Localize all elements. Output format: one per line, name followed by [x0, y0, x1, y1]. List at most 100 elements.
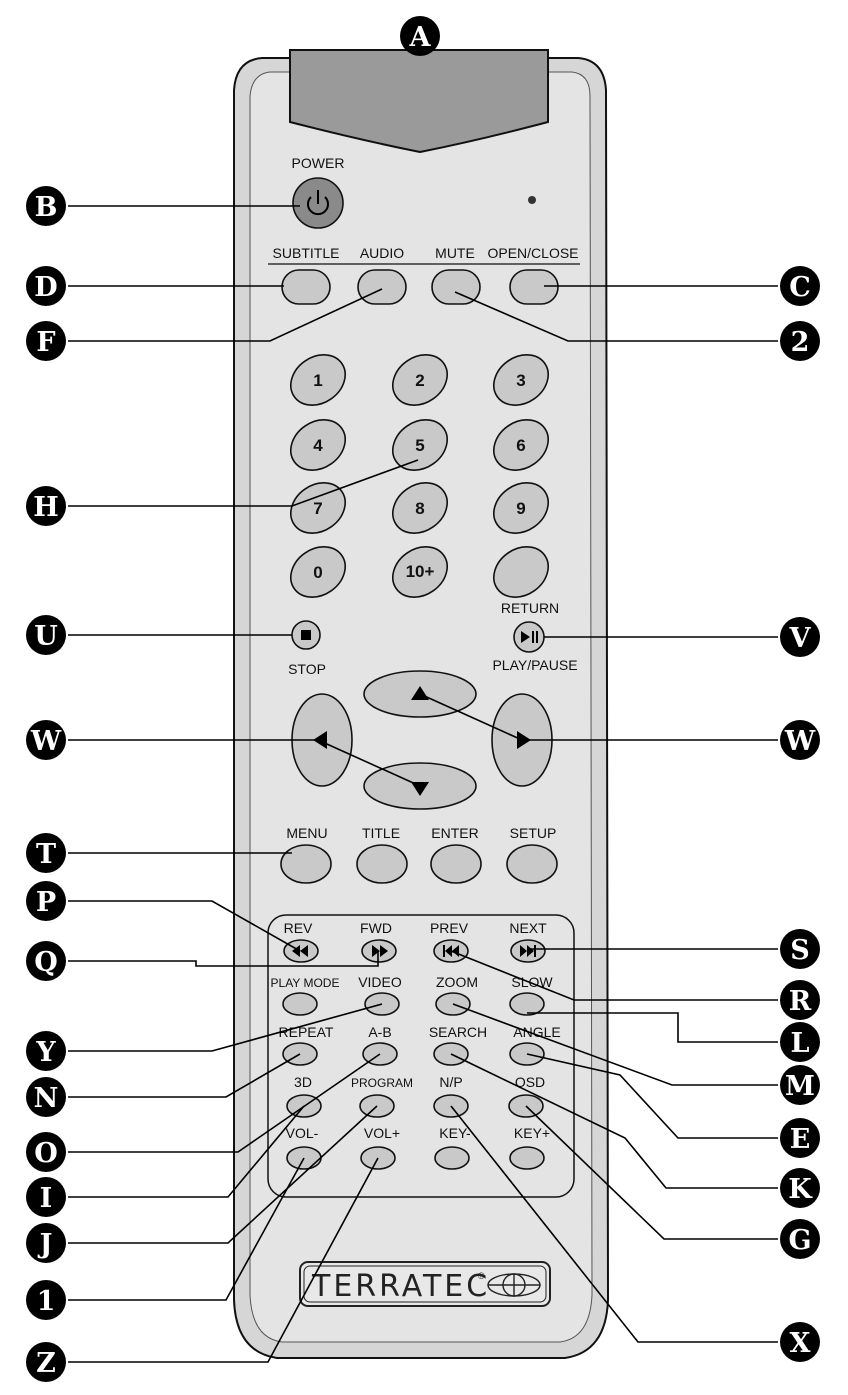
callout-d: D [26, 266, 66, 306]
audio-label: AUDIO [360, 245, 404, 261]
number-10plus-button[interactable] [383, 537, 457, 608]
callout-1: 1 [26, 1280, 66, 1320]
svg-text:O: O [34, 1138, 58, 1169]
svg-text:U: U [34, 621, 58, 652]
play-mode-label: PLAY MODE [271, 976, 340, 990]
rev-label: REV [284, 920, 313, 936]
left-arrow-icon [313, 731, 327, 749]
prev-label: PREV [430, 920, 469, 936]
setup-label: SETUP [510, 825, 557, 841]
play-mode-button[interactable] [282, 992, 318, 1016]
callout-u: U [26, 615, 66, 655]
number-10plus-label: 10+ [406, 562, 435, 581]
callout-p: P [26, 881, 66, 921]
number-1-label: 1 [313, 371, 322, 390]
svg-text:A: A [409, 22, 432, 53]
return-button[interactable] [484, 537, 558, 608]
svg-text:J: J [38, 1229, 53, 1260]
key-plus-button[interactable] [509, 1146, 545, 1170]
open-close-button[interactable] [509, 269, 559, 305]
callout-b: B [26, 186, 66, 226]
number-3-button[interactable] [484, 345, 558, 416]
key-minus-label: KEY- [439, 1125, 471, 1141]
callout-h: H [26, 486, 66, 526]
key-plus-label: KEY+ [514, 1125, 550, 1141]
video-label: VIDEO [358, 974, 402, 990]
search-label: SEARCH [429, 1024, 487, 1040]
slow-button[interactable] [509, 992, 545, 1016]
callout-j: J [26, 1223, 66, 1263]
subtitle-label: SUBTITLE [273, 245, 340, 261]
number-3-label: 3 [516, 371, 525, 390]
svg-text:Q: Q [34, 947, 58, 978]
brand-text: TERRATEC [311, 1269, 490, 1304]
svg-text:T: T [36, 839, 56, 870]
number-8-button[interactable] [383, 473, 457, 544]
svg-text:B: B [35, 192, 58, 223]
stop-label: STOP [288, 661, 326, 677]
open-close-label: OPEN/CLOSE [487, 245, 578, 261]
play-pause-label: PLAY/PAUSE [492, 657, 577, 673]
number-2-label: 2 [415, 371, 424, 390]
callout-t: T [26, 833, 66, 873]
ir-window [289, 49, 549, 154]
enter-button[interactable] [430, 844, 482, 884]
stop-icon [301, 630, 311, 640]
down-arrow-icon [411, 782, 429, 796]
svg-text:C: C [789, 272, 811, 303]
number-7-label: 7 [313, 499, 322, 518]
enter-label: ENTER [431, 825, 478, 841]
setup-button[interactable] [506, 844, 558, 884]
mute-button[interactable] [431, 269, 481, 305]
svg-text:D: D [34, 272, 57, 303]
skip-next-icon [520, 945, 536, 957]
slow-label: SLOW [511, 974, 553, 990]
svg-text:M: M [785, 1071, 815, 1102]
svg-text:1: 1 [37, 1286, 56, 1317]
a-b-label: A-B [368, 1024, 391, 1040]
number-5-button[interactable] [383, 410, 457, 481]
menu-label: MENU [286, 825, 327, 841]
callout-y: Y [26, 1031, 66, 1071]
callout-l: L [780, 1022, 820, 1062]
svg-text:N: N [34, 1083, 59, 1114]
svg-text:X: X [790, 1328, 811, 1359]
number-2-button[interactable] [383, 345, 457, 416]
title-label: TITLE [362, 825, 400, 841]
key-minus-button[interactable] [434, 1146, 470, 1170]
svg-text:Y: Y [35, 1037, 56, 1068]
callout-f: F [26, 321, 66, 361]
svg-text:H: H [33, 492, 59, 523]
number-1-button[interactable] [281, 345, 355, 416]
number-9-button[interactable] [484, 473, 558, 544]
terratec-logo: TERRATEC ® [299, 1261, 551, 1307]
svg-text:Z: Z [36, 1348, 56, 1379]
callout-z: Z [26, 1342, 66, 1382]
mute-label: MUTE [435, 245, 475, 261]
callout-c: C [780, 266, 820, 306]
callout-s: S [780, 929, 820, 969]
number-6-button[interactable] [484, 410, 558, 481]
number-9-label: 9 [516, 499, 525, 518]
number-0-button[interactable] [281, 537, 355, 608]
audio-button[interactable] [357, 269, 407, 305]
vol-plus-label: VOL+ [364, 1125, 400, 1141]
svg-text:S: S [790, 935, 810, 966]
title-button[interactable] [356, 844, 408, 884]
osd-label: OSD [515, 1074, 545, 1090]
subtitle-button[interactable] [281, 269, 331, 305]
fwd-label: FWD [360, 920, 392, 936]
callout-q: Q [26, 941, 66, 981]
number-pad: 1 2 3 4 5 6 7 8 9 0 10+ [281, 345, 558, 608]
number-7-button[interactable] [281, 473, 355, 544]
number-4-button[interactable] [281, 410, 355, 481]
vol-minus-label: VOL- [286, 1125, 319, 1141]
svg-text:2: 2 [791, 327, 810, 358]
callout-w-left: W [26, 720, 66, 760]
svg-text:V: V [789, 623, 812, 654]
number-8-label: 8 [415, 499, 424, 518]
fast-forward-icon [372, 945, 388, 957]
next-label: NEXT [509, 920, 547, 936]
menu-button[interactable] [280, 844, 332, 884]
leader-lines [68, 205, 778, 1363]
